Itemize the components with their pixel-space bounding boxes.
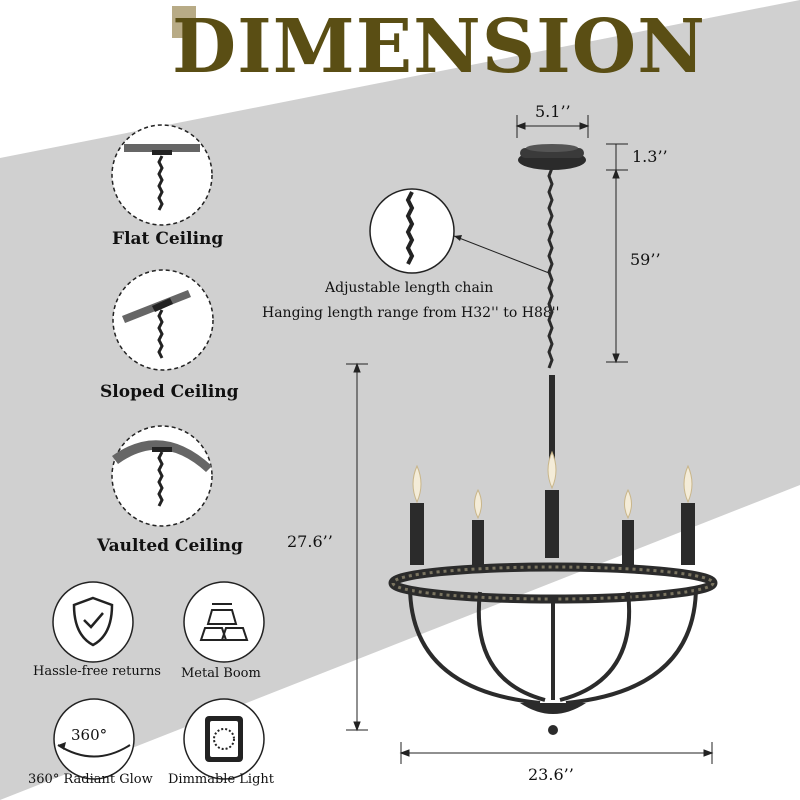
rotate-360-text: 360° [71, 726, 108, 744]
flat-ceiling-label: Flat Ceiling [112, 229, 224, 249]
bottom-cap [520, 703, 586, 714]
sloped-ceiling-icon [112, 269, 214, 371]
chain-detail-icon [369, 188, 550, 274]
rotate-360-icon [53, 698, 135, 780]
body-width-label: 23.6’’ [528, 765, 574, 784]
shield-check-icon [52, 581, 134, 663]
feature-label-returns: Hassle-free returns [33, 664, 161, 679]
body-height-label: 27.6’’ [287, 532, 333, 551]
title-accent [172, 6, 196, 38]
cage-arms [408, 585, 698, 705]
sloped-ceiling-label: Sloped Ceiling [100, 382, 239, 402]
dimmer-switch-icon [183, 698, 265, 780]
feature-label-radiant-glow: 360° Radiant Glow [28, 772, 153, 787]
vaulted-ceiling-icon [111, 425, 213, 527]
canopy [518, 144, 586, 170]
canopy-width-label: 5.1’’ [535, 102, 571, 121]
vaulted-ceiling-label: Vaulted Ceiling [97, 536, 243, 556]
stem [549, 375, 555, 465]
page-title: DIMENSION [172, 4, 706, 90]
candles [410, 490, 695, 565]
flat-ceiling-icon [111, 124, 213, 226]
feature-label-metal-boom: Metal Boom [181, 666, 261, 681]
canopy-height-label: 1.3’’ [632, 147, 668, 166]
dimension-lines [346, 115, 714, 764]
chain-length-label: 59’’ [630, 250, 661, 269]
bulbs [412, 450, 693, 520]
chain [547, 167, 554, 369]
chain-note-line1: Adjustable length chain [325, 280, 494, 296]
chain-note-line2: Hanging length range from H32'' to H88'' [262, 305, 560, 321]
metal-bars-icon [183, 581, 265, 663]
feature-label-dimmable: Dimmable Light [168, 772, 274, 787]
